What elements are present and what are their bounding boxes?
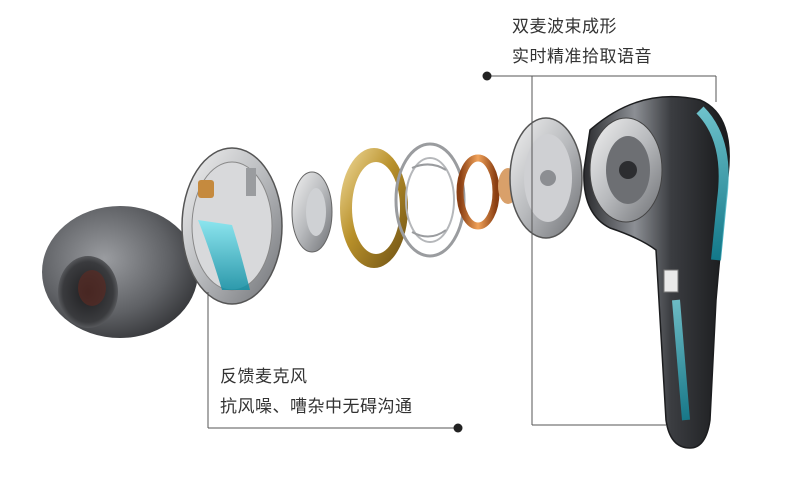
- caption-top-line1: 双麦波束成形: [512, 17, 617, 37]
- callout-top: [482, 71, 717, 426]
- ear-tip: [42, 206, 198, 338]
- caption-top: 双麦波束成形 实时精准拾取语音: [512, 12, 652, 72]
- acoustic-cone: [291, 171, 333, 253]
- caption-bottom: 反馈麦克风 抗风噪、嘈杂中无碍沟通: [220, 362, 413, 422]
- caption-bottom-line2: 抗风噪、嘈杂中无碍沟通: [220, 397, 413, 417]
- callout-dot-icon: [482, 71, 492, 81]
- callout-bottom: [207, 292, 463, 433]
- voice-coil: [456, 154, 500, 230]
- caption-bottom-line1: 反馈麦克风: [220, 367, 308, 387]
- diaphragm: [394, 142, 466, 258]
- front-housing: [181, 147, 283, 305]
- driver-housing: [498, 117, 583, 239]
- caption-top-line2: 实时精准拾取语音: [512, 47, 652, 67]
- gold-ring: [340, 148, 408, 268]
- earbud-body: [583, 95, 730, 449]
- callout-dot-icon: [453, 423, 463, 433]
